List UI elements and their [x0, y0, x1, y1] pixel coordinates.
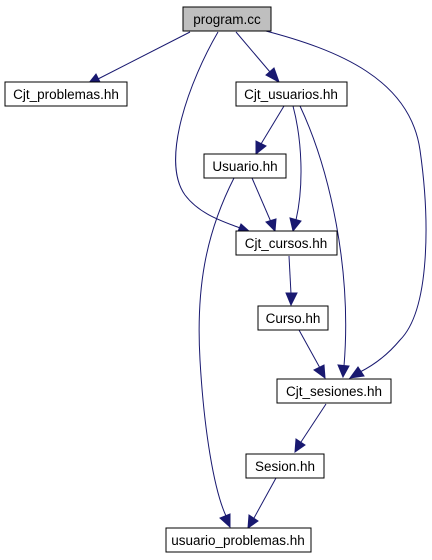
- edge-usuario-to-cjt-cursos: [251, 177, 272, 223]
- arrowhead-cjt-sesiones-from-cjt-usuarios: [337, 364, 350, 379]
- node-usuario-problemas[interactable]: usuario_problemas.hh: [165, 527, 312, 553]
- edge-program-to-cjt-sesiones: [261, 29, 427, 373]
- arrowhead-curso: [285, 292, 298, 307]
- node-cjt-cursos[interactable]: Cjt_cursos.hh: [235, 230, 338, 256]
- node-program[interactable]: program.cc: [182, 6, 272, 32]
- node-cjt-usuarios-label: Cjt_usuarios.hh: [244, 87, 338, 102]
- edge-program-to-cjt-cursos: [175, 31, 241, 229]
- arrowhead-cjt-cursos-from-cjt-usuarios: [289, 217, 302, 233]
- node-cjt-sesiones[interactable]: Cjt_sesiones.hh: [276, 378, 392, 404]
- node-cjt-problemas-label: Cjt_problemas.hh: [13, 87, 119, 102]
- node-usuario[interactable]: Usuario.hh: [203, 153, 287, 179]
- edge-cjt-usuarios-to-cjt-cursos: [292, 105, 302, 221]
- node-usuario-label: Usuario.hh: [212, 159, 277, 174]
- node-curso[interactable]: Curso.hh: [257, 305, 329, 331]
- arrowhead-cjt-sesiones-from-program: [348, 366, 365, 379]
- edge-program-to-cjt-problemas: [97, 31, 191, 80]
- arrowhead-usuario-problemas-from-usuario: [219, 513, 231, 529]
- node-cjt-sesiones-label: Cjt_sesiones.hh: [286, 384, 382, 399]
- node-cjt-problemas[interactable]: Cjt_problemas.hh: [4, 81, 128, 107]
- edge-program-to-cjt-usuarios: [235, 31, 271, 73]
- edge-cjt-sesiones-to-sesion: [300, 403, 327, 443]
- arrowhead-usuario: [255, 140, 267, 156]
- edge-sesion-to-usuario-problemas: [253, 477, 277, 519]
- arrowhead-cjt-usuarios: [265, 67, 280, 84]
- nodes-layer: program.cc Cjt_problemas.hh Cjt_usuarios…: [4, 6, 392, 553]
- edge-cjt-usuarios-to-cjt-sesiones: [299, 105, 347, 367]
- edge-cjt-cursos-to-curso: [288, 255, 292, 295]
- arrowhead-sesion: [294, 438, 306, 454]
- edge-cjt-usuarios-to-usuario: [260, 105, 285, 145]
- arrowhead-usuario-problemas-from-sesion: [247, 514, 259, 530]
- node-cjt-usuarios[interactable]: Cjt_usuarios.hh: [235, 81, 348, 107]
- arrowhead-cjt-sesiones-from-curso: [313, 364, 326, 380]
- node-program-label: program.cc: [193, 12, 261, 27]
- node-sesion-label: Sesion.hh: [255, 459, 315, 474]
- node-cjt-cursos-label: Cjt_cursos.hh: [245, 236, 328, 251]
- node-curso-label: Curso.hh: [266, 311, 321, 326]
- edges-layer: [86, 29, 427, 530]
- edge-usuario-to-usuario-problemas: [198, 177, 235, 517]
- node-sesion[interactable]: Sesion.hh: [245, 453, 325, 479]
- arrowhead-cjt-cursos-from-usuario: [265, 218, 277, 233]
- node-usuario-problemas-label: usuario_problemas.hh: [171, 533, 305, 548]
- edge-curso-to-cjt-sesiones: [298, 329, 321, 369]
